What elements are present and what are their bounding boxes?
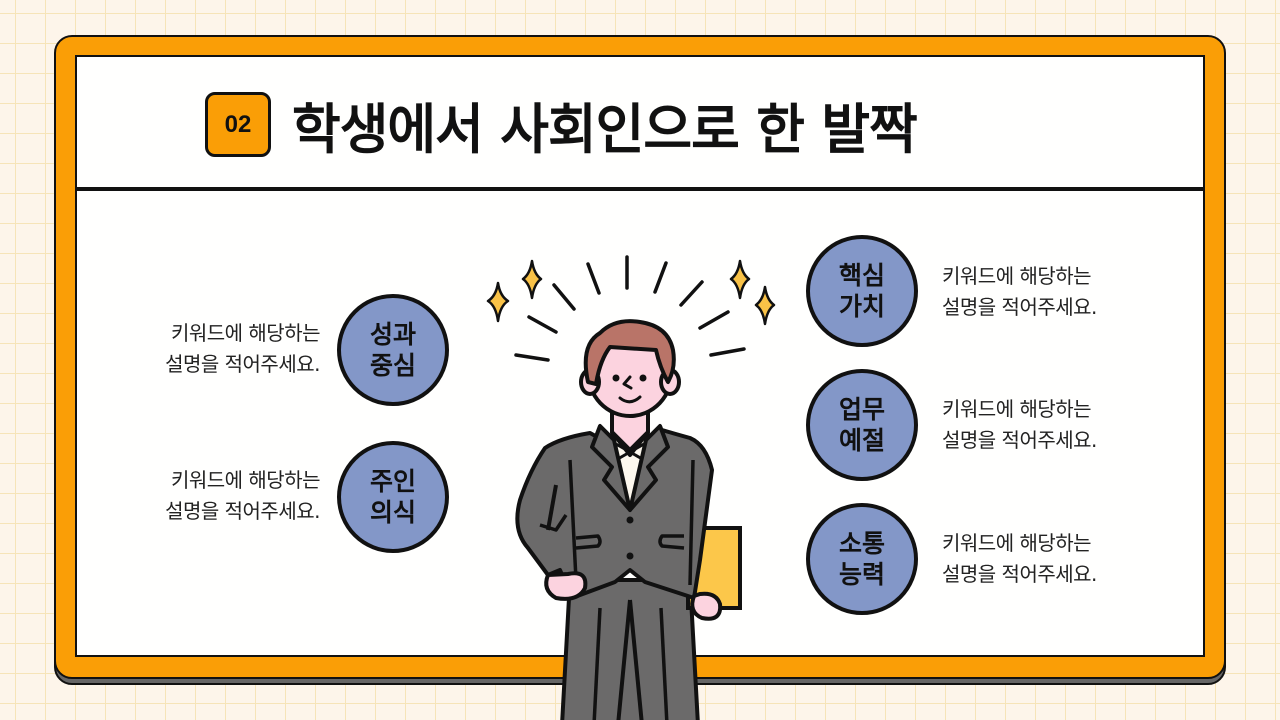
right-hand <box>690 591 723 621</box>
keyword-label: 의식 <box>369 498 416 527</box>
keyword-description: 키워드에 해당하는 설명을 적어주세요. <box>942 394 1097 456</box>
keyword-label: 성과 <box>369 320 416 349</box>
nose <box>622 375 633 390</box>
keyword-description: 키워드에 해당하는 설명을 적어주세요. <box>165 318 320 380</box>
section-number-badge: 02 <box>205 92 271 157</box>
eye <box>612 374 620 382</box>
description-line: 키워드에 해당하는 <box>942 531 1092 555</box>
description-line: 설명을 적어주세요. <box>942 428 1097 452</box>
keyword-circle-communication: 소통 능력 <box>806 503 918 615</box>
description-line: 설명을 적어주세요. <box>942 562 1097 586</box>
keyword-label: 중심 <box>369 351 416 380</box>
keyword-circle-business-etiquette: 업무 예절 <box>806 369 918 481</box>
keyword-circle-performance: 성과 중심 <box>337 294 449 406</box>
keyword-circle-ownership: 주인 의식 <box>337 441 449 553</box>
keyword-label: 가치 <box>838 292 885 321</box>
description-line: 키워드에 해당하는 <box>942 264 1092 288</box>
keyword-description: 키워드에 해당하는 설명을 적어주세요. <box>942 261 1097 323</box>
keyword-label: 소통 <box>838 529 885 558</box>
sparkle-icon <box>486 259 776 326</box>
description-line: 키워드에 해당하는 <box>170 468 321 492</box>
jacket-button <box>626 552 634 560</box>
eye <box>639 374 647 382</box>
description-line: 설명을 적어주세요. <box>942 295 1097 319</box>
keyword-description: 키워드에 해당하는 설명을 적어주세요. <box>165 465 320 527</box>
left-hand <box>544 571 588 601</box>
keyword-label: 주인 <box>369 467 416 496</box>
keyword-label: 업무 <box>838 395 885 424</box>
radiating-lines <box>514 255 746 362</box>
smile <box>618 395 642 404</box>
description-line: 설명을 적어주세요. <box>165 352 320 376</box>
trousers <box>560 578 700 720</box>
description-line: 설명을 적어주세요. <box>165 499 320 523</box>
head <box>579 319 681 418</box>
keyword-description: 키워드에 해당하는 설명을 적어주세요. <box>942 528 1097 590</box>
page-title: 학생에서 사회인으로 한 발짝 <box>292 97 918 161</box>
description-line: 키워드에 해당하는 <box>942 397 1092 421</box>
keyword-label: 예절 <box>838 426 885 455</box>
keyword-label: 핵심 <box>838 261 885 290</box>
keyword-label: 능력 <box>838 560 885 589</box>
header-divider <box>77 187 1203 191</box>
jacket-button <box>626 516 634 524</box>
keyword-circle-core-values: 핵심 가치 <box>806 235 918 347</box>
suit-jacket <box>515 424 714 600</box>
description-line: 키워드에 해당하는 <box>170 321 321 345</box>
businessman-illustration <box>486 255 776 720</box>
